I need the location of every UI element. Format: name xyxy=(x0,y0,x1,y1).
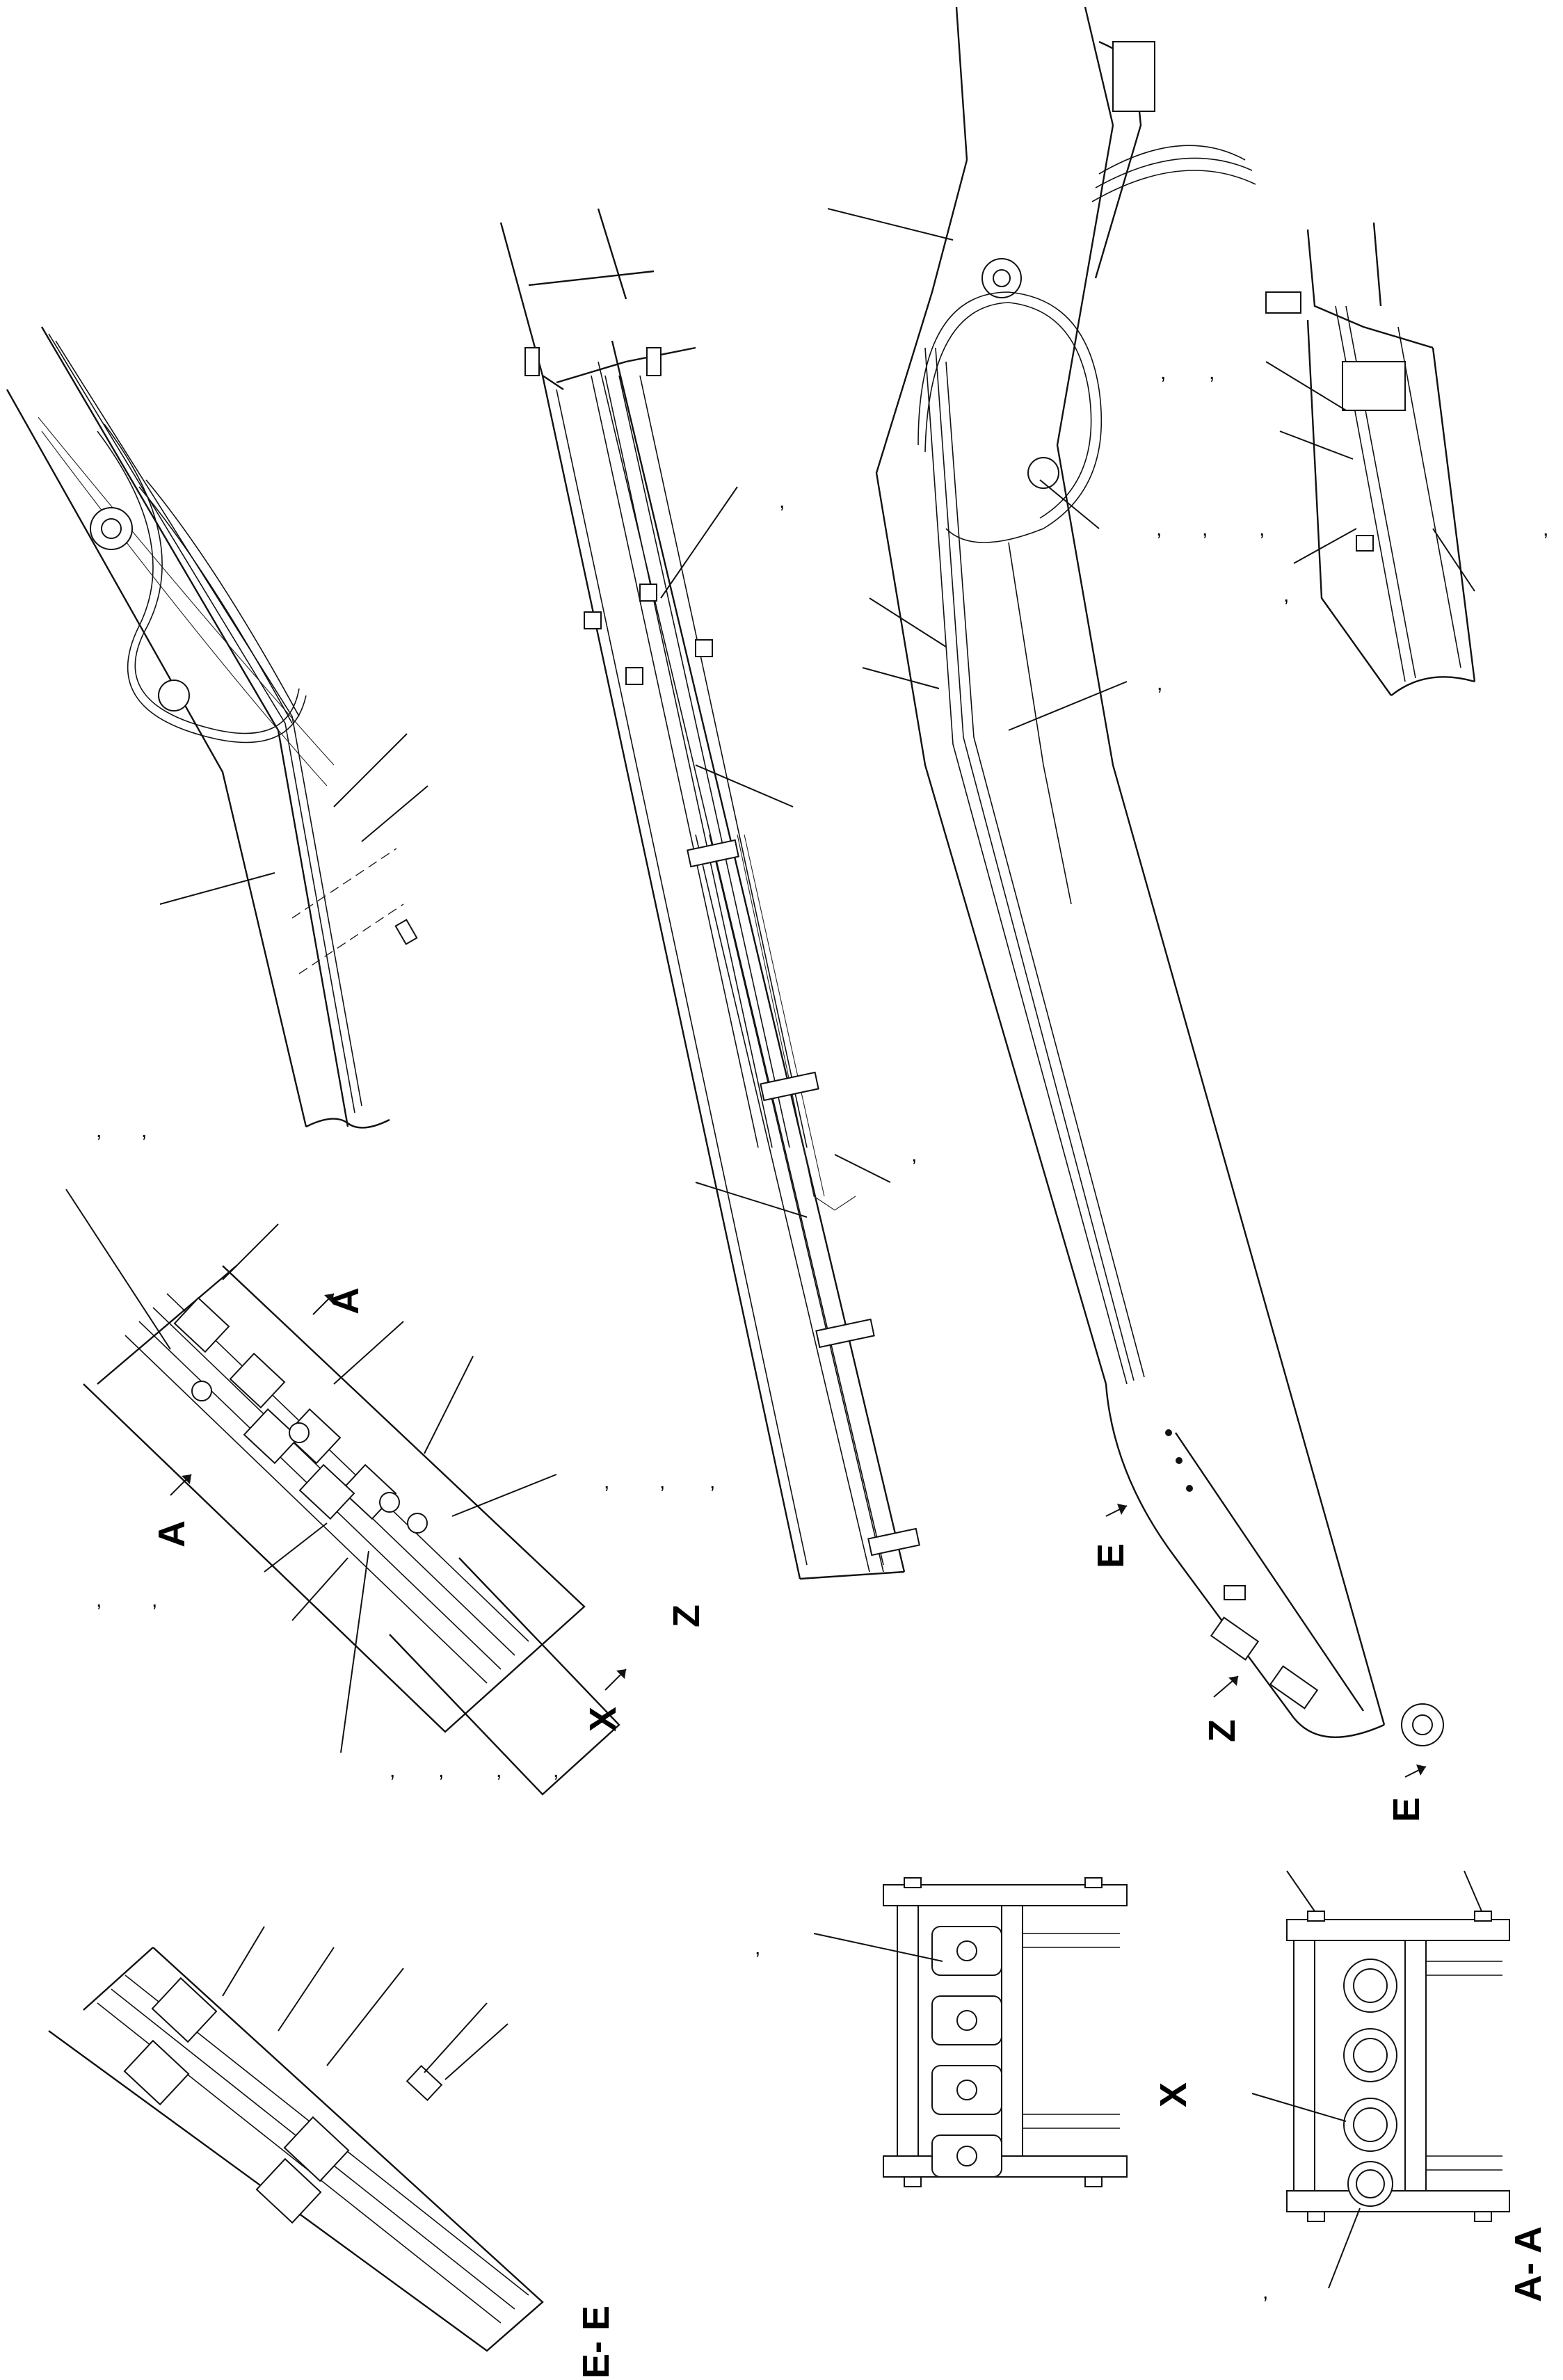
section-mark-x: X xyxy=(582,1707,624,1732)
callout-separators: , , , , , , , , , , , , , , , , , , , , … xyxy=(96,361,1548,2303)
svg-text:,: , xyxy=(779,490,785,513)
boom-foot-detail xyxy=(6,326,428,1129)
clamp-detail xyxy=(1265,222,1476,696)
svg-text:,: , xyxy=(659,1470,665,1493)
section-mark-e-lower: E xyxy=(1386,1797,1427,1822)
svg-text:,: , xyxy=(1209,361,1215,384)
view-aa-pipe-sections xyxy=(1343,1959,1397,2207)
view-x-flanges xyxy=(931,1926,1002,2178)
section-mark-a-left: A xyxy=(151,1520,193,1547)
view-z-title: Z xyxy=(666,1605,707,1627)
svg-text:,: , xyxy=(152,1589,157,1611)
svg-text:,: , xyxy=(1543,517,1548,540)
view-z-manifold xyxy=(65,1189,620,1796)
view-aa xyxy=(1251,1870,1510,2289)
boom-side-view xyxy=(827,6,1444,1746)
svg-text:,: , xyxy=(1263,2281,1268,2303)
view-aa-title: A- A xyxy=(1507,2226,1549,2302)
svg-text:,: , xyxy=(710,1470,715,1493)
section-mark-e-upper: E xyxy=(1090,1543,1132,1568)
arm-piping-view xyxy=(499,208,920,1580)
pivot-pin-lower xyxy=(158,680,190,711)
svg-text:,: , xyxy=(438,1759,444,1782)
section-arrows xyxy=(170,1293,1427,1778)
svg-text:,: , xyxy=(553,1759,559,1782)
view-ee xyxy=(48,1926,544,2352)
svg-text:,: , xyxy=(96,1589,102,1611)
svg-text:,: , xyxy=(755,1936,760,1959)
svg-text:,: , xyxy=(1157,672,1162,695)
view-x xyxy=(813,1877,1128,2187)
svg-text:,: , xyxy=(911,1143,917,1166)
view-ee-title: E- E xyxy=(575,2306,617,2379)
svg-text:,: , xyxy=(604,1470,609,1493)
svg-text:,: , xyxy=(1259,517,1265,540)
cylinder-head xyxy=(1112,41,1155,112)
view-x-title: X xyxy=(1153,2082,1194,2107)
svg-text:,: , xyxy=(1160,361,1166,384)
section-mark-a-top: A xyxy=(325,1287,367,1314)
section-mark-z: Z xyxy=(1201,1719,1243,1742)
svg-text:,: , xyxy=(1283,584,1289,606)
svg-text:,: , xyxy=(1156,517,1162,540)
svg-text:,: , xyxy=(96,1119,102,1142)
svg-text:,: , xyxy=(496,1759,502,1782)
svg-text:,: , xyxy=(1202,517,1208,540)
svg-text:,: , xyxy=(390,1759,395,1782)
svg-text:,: , xyxy=(141,1119,147,1142)
boom-pin-lower xyxy=(1027,457,1059,489)
